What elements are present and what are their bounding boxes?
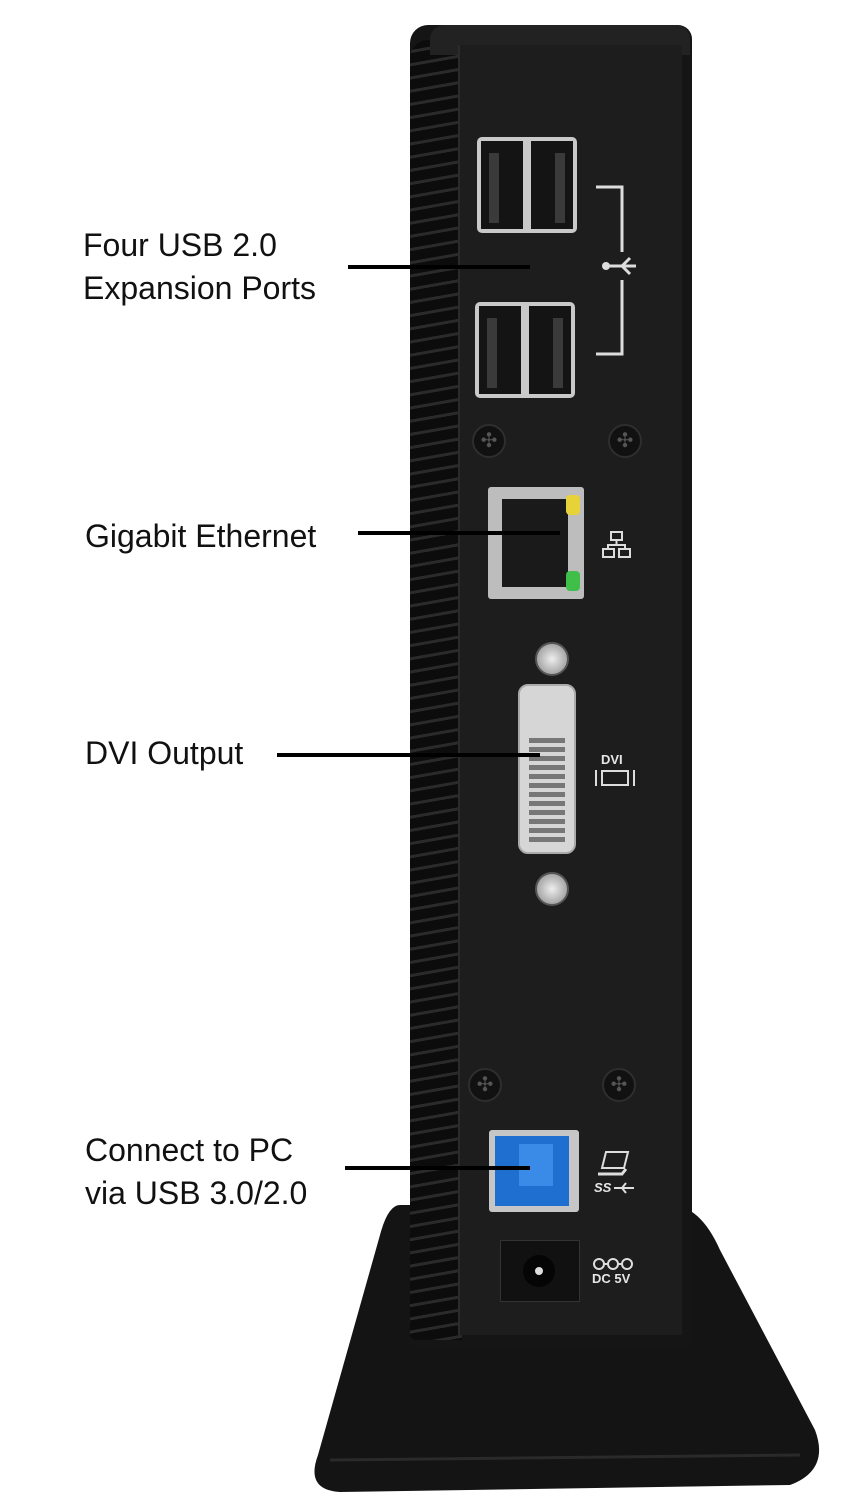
side-vents [410, 40, 462, 1340]
led-green [566, 571, 580, 591]
ethernet-port [488, 487, 584, 599]
network-icon [602, 531, 631, 558]
usb-trident-icon [614, 1182, 634, 1194]
leader-line-upstream [345, 1166, 530, 1170]
screw-icon: ✣ [468, 1068, 502, 1102]
callout-upstream-line2: via USB 3.0/2.0 [85, 1175, 308, 1211]
callout-dvi: DVI Output [85, 735, 244, 771]
screw-icon: ✣ [608, 424, 642, 458]
usb-bracket-icon [596, 185, 636, 356]
dvi-thumbscrew-top [535, 642, 569, 676]
dc-5v-marking: DC 5V [592, 1271, 631, 1286]
usb2-port-pair-top [477, 137, 577, 233]
callout-upstream-line1: Connect to PC [85, 1132, 294, 1168]
dvi-thumbscrew-bottom [535, 872, 569, 906]
usb2-port-pair-bottom [475, 302, 575, 398]
dvi-port [518, 684, 576, 854]
callout-ethernet: Gigabit Ethernet [85, 518, 317, 554]
leader-line-ethernet [358, 531, 560, 535]
laptop-icon [598, 1151, 630, 1176]
callout-usb-expansion: Four USB 2.0 Expansion Ports [83, 224, 316, 310]
superspeed-marking: SS [594, 1180, 612, 1195]
usb3-upstream-port [489, 1130, 579, 1212]
screw-icon: ✣ [472, 424, 506, 458]
leader-line-usb [348, 265, 530, 269]
dc-power-jack [500, 1240, 580, 1302]
dvi-connector-icon [595, 770, 635, 786]
callout-upstream: Connect to PC via USB 3.0/2.0 [85, 1129, 307, 1215]
callout-usb-line2: Expansion Ports [83, 270, 317, 306]
dc-polarity-icon [593, 1258, 633, 1270]
screw-icon: ✣ [602, 1068, 636, 1102]
callout-usb-line1: Four USB 2.0 [83, 227, 277, 263]
leader-line-dvi [277, 753, 540, 757]
dvi-marking: DVI [601, 752, 623, 767]
led-yellow [566, 495, 580, 515]
